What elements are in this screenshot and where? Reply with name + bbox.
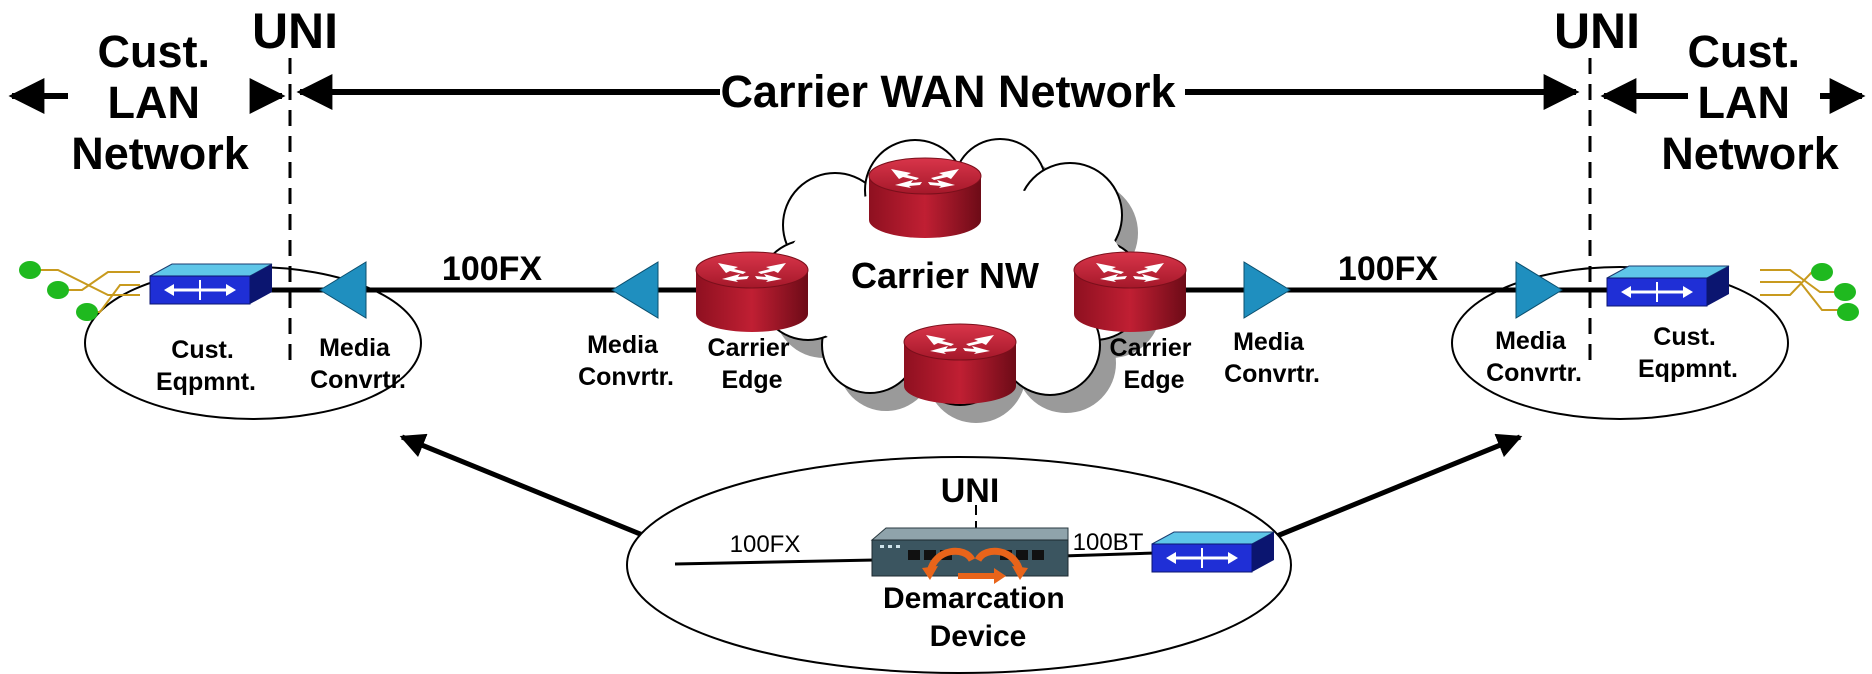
right-cust-eqpmnt-label: Cust. Eqpmnt. <box>1638 323 1738 383</box>
pointer-arrow-right <box>1271 433 1523 541</box>
inset-copper-link <box>1061 551 1156 558</box>
left-media-convertor-icon <box>319 261 367 319</box>
cloud-label: Carrier NW <box>851 255 1039 296</box>
cloud-bottom-router-icon <box>903 323 1017 405</box>
inset-fiber-link <box>674 558 876 566</box>
left-cust-eqpmnt-label: Cust. Eqpmnt. <box>156 336 256 396</box>
left-carrier-edge-label: Carrier Edge <box>708 334 797 394</box>
left-carrier-edge-router-icon <box>695 251 809 333</box>
left-cust-lan-label: Cust. LAN Network <box>71 26 250 179</box>
right-carrier-media-convertor-icon <box>1243 261 1291 319</box>
left-lan-nodes <box>19 261 140 321</box>
right-cust-lan-label: Cust. LAN Network <box>1661 26 1840 179</box>
lan-node-icon <box>1837 303 1859 321</box>
demarcation-device-label: Demarcation Device <box>883 582 1073 653</box>
demarcation-device-icon <box>870 527 1069 584</box>
lan-node-icon <box>76 303 98 321</box>
right-carrier-edge-router-icon <box>1073 251 1187 333</box>
inset-uni-label: UNI <box>941 472 1000 510</box>
carrier-wan-label: Carrier WAN Network <box>720 66 1176 117</box>
pointer-arrow-left <box>399 433 651 541</box>
left-cust-switch-icon <box>148 262 274 306</box>
lan-node-icon <box>1834 283 1856 301</box>
left-media-convrtr-label: Media Convrtr. <box>310 334 406 394</box>
right-lan-nodes <box>1760 263 1859 321</box>
right-100fx-label: 100FX <box>1338 250 1438 288</box>
lan-node-icon <box>47 281 69 299</box>
inset-switch-icon <box>1150 530 1276 574</box>
lan-node-icon <box>19 261 41 279</box>
inset-100bt-label: 100BT <box>1073 529 1144 556</box>
right-carrier-edge-label: Carrier Edge <box>1110 334 1199 394</box>
cloud-top-router-icon <box>868 157 982 239</box>
right-customer-ellipse <box>1451 266 1789 420</box>
uni-label-left: UNI <box>252 3 338 59</box>
right-media-convrtr-label: Media Convrtr. <box>1486 327 1582 387</box>
uni-label-right: UNI <box>1554 3 1640 59</box>
left-100fx-label: 100FX <box>442 250 542 288</box>
right-carrier-media-convrtr-label: Media Convrtr. <box>1224 328 1320 388</box>
left-carrier-media-convrtr-label: Media Convrtr. <box>578 331 674 391</box>
right-media-convertor-icon <box>1515 261 1563 319</box>
right-cust-switch-icon <box>1605 264 1731 308</box>
inset-100fx-label: 100FX <box>730 531 801 558</box>
left-carrier-media-convertor-icon <box>611 261 659 319</box>
lan-node-icon <box>1811 263 1833 281</box>
